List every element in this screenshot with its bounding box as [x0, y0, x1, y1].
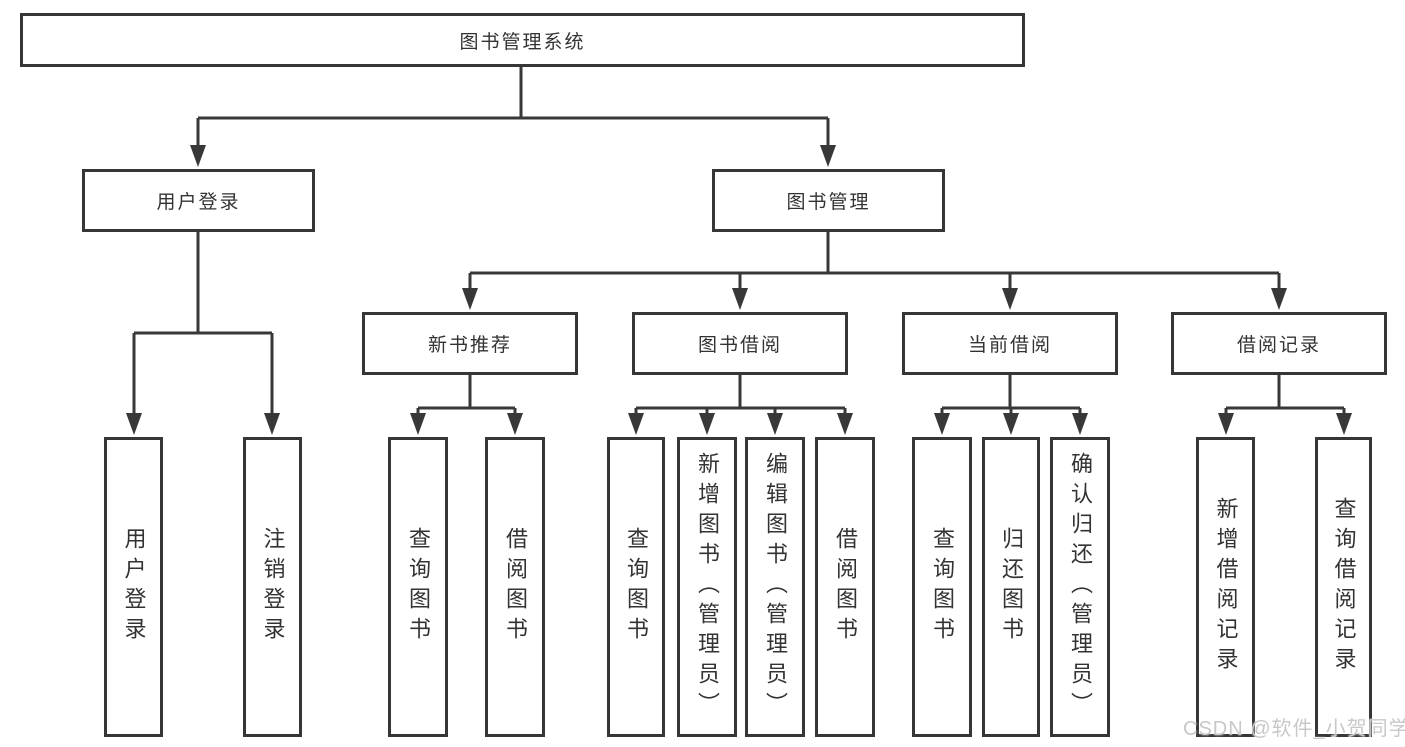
- node-book-management: 图书管理: [712, 169, 945, 232]
- node-user-login: 用户登录: [82, 169, 315, 232]
- node-borrow-records: 借阅记录: [1171, 312, 1387, 375]
- leaf-current-query-books: 查询图书: [912, 437, 972, 737]
- watermark: CSDN @软件_小贺同学: [1183, 718, 1405, 740]
- leaf-borrow-add-books-admin: 新增图书（管理员）: [677, 437, 737, 737]
- node-root: 图书管理系统: [20, 13, 1025, 67]
- leaf-current-confirm-return-admin: 确认归还（管理员）: [1050, 437, 1110, 737]
- leaf-borrow-query-books: 查询图书: [607, 437, 665, 737]
- connector-paths: [132, 67, 1346, 431]
- leaf-user-login: 用户登录: [104, 437, 163, 737]
- leaf-borrow-borrow-books: 借阅图书: [815, 437, 875, 737]
- leaf-current-return-books: 归还图书: [982, 437, 1040, 737]
- node-book-borrow: 图书借阅: [632, 312, 848, 375]
- node-new-book-recommend: 新书推荐: [362, 312, 578, 375]
- leaf-borrow-edit-books-admin: 编辑图书（管理员）: [745, 437, 805, 737]
- leaf-records-query-record: 查询借阅记录: [1315, 437, 1372, 737]
- node-current-borrow: 当前借阅: [902, 312, 1118, 375]
- leaf-logout: 注销登录: [243, 437, 302, 737]
- leaf-records-add-record: 新增借阅记录: [1196, 437, 1255, 737]
- leaf-recommend-query-books: 查询图书: [388, 437, 448, 737]
- leaf-recommend-borrow-books: 借阅图书: [485, 437, 545, 737]
